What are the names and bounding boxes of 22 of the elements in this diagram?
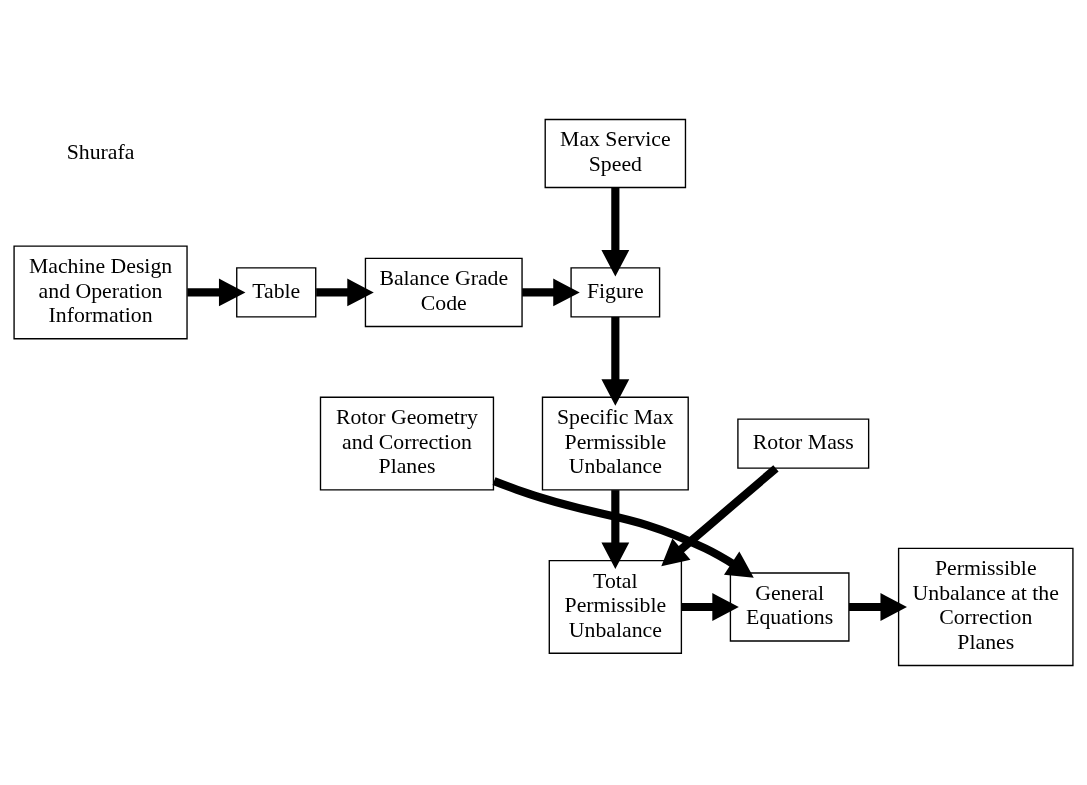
arrow [492, 477, 754, 578]
node-box: Machine Design and Operation Information [13, 245, 188, 340]
node-box: Permissible Unbalance at the Correction Planes [897, 547, 1074, 667]
node-box: Table [236, 267, 317, 318]
node-box: General Equations [729, 572, 850, 642]
arrow [316, 278, 374, 307]
label: Shurafa [66, 139, 135, 164]
node-box: Rotor Geometry and Correction Planes [319, 396, 495, 491]
arrow [661, 465, 779, 567]
node-box: Balance Grade Code [364, 257, 523, 328]
node-box: Max Service Speed [544, 118, 687, 189]
node-box: Total Permissible Unbalance [548, 560, 683, 654]
node-box: Specific Max Permissible Unbalance [541, 396, 689, 491]
arrow [601, 490, 630, 569]
arrow [601, 316, 630, 406]
arrow [522, 278, 580, 307]
node-box: Rotor Mass [737, 418, 870, 469]
arrow [681, 593, 739, 621]
arrow [849, 593, 907, 621]
node-box: Figure [570, 267, 661, 318]
arrow [601, 187, 630, 277]
arrow [187, 278, 246, 307]
